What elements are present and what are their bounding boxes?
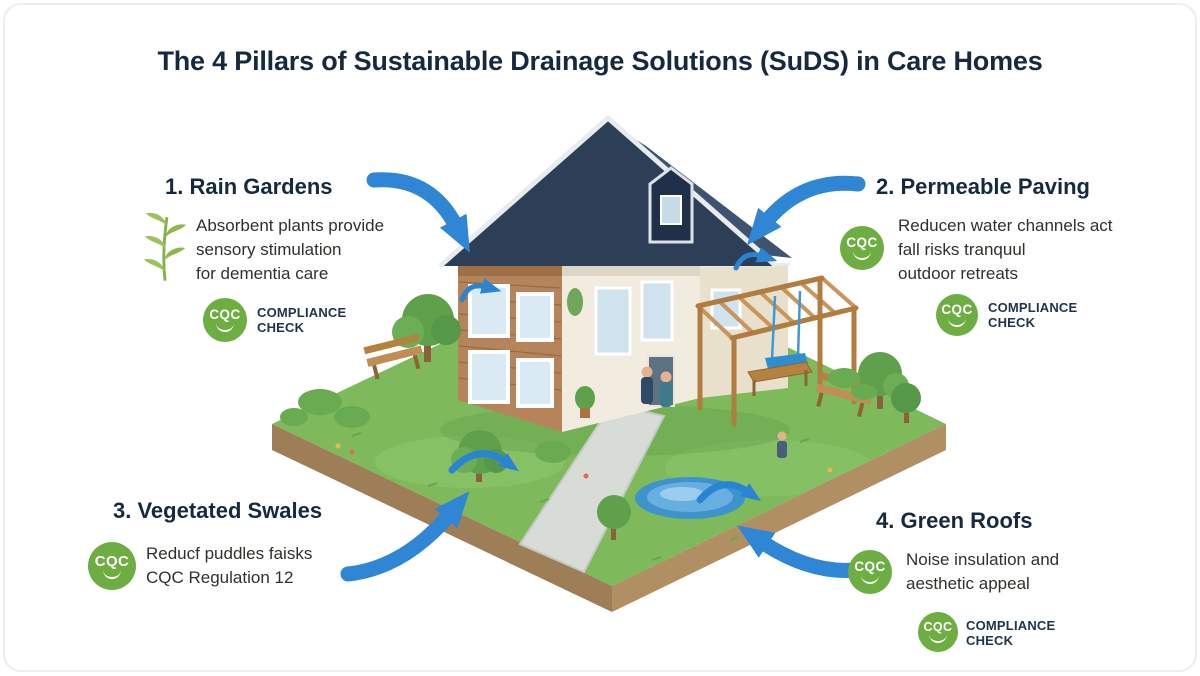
small-flow-arrow-icon [459,278,502,303]
curved-arrow-icon [366,172,470,253]
cqc-badge-text: CQC [94,552,130,570]
description-line: for dementia care [196,264,329,283]
walkway [518,402,666,574]
bushes-left [280,389,571,463]
pillar-vegetated-swales: 3. Vegetated Swales CQC Reducf puddles f… [88,496,378,616]
pillar-4-description: Noise insulation and aesthetic appeal [906,548,1059,596]
smile-icon [103,570,121,579]
windows [468,284,554,408]
flowers [335,443,833,479]
trees-right [828,352,921,423]
cqc-badge: CQC [88,542,136,590]
description-line: outdoor retreats [898,264,1019,283]
bench-left [363,333,423,380]
description-line: Reducen water channels act [898,216,1113,235]
compliance-check-label: COMPLIANCE CHECK [257,305,347,335]
callout-arrows [340,172,866,582]
smile-icon [948,318,966,327]
pillar-1-description: Absorbent plants provide sensory stimula… [196,214,384,286]
curved-arrow-icon [737,525,864,578]
cqc-badge: CQC [840,226,884,270]
cqc-badge: CQC [203,298,247,342]
pillar-3-description: Reducf puddles faisks CQC Regulation 12 [146,542,312,590]
pillar-2-heading: 2. Permeable Paving [876,174,1090,199]
pillar-rain-gardens: 1. Rain Gardens Absorbent plants provide… [140,170,430,370]
pillar-2-description: Reducen water channels act fall risks tr… [898,214,1113,286]
tree-small-bottom [597,495,631,540]
plant-icon [143,212,187,281]
pillar-green-roofs: 4. Green Roofs CQC Noise insulation and … [848,506,1118,676]
small-flow-arrow-icon [733,247,778,271]
curved-arrow-icon [340,491,470,582]
page-title: The 4 Pillars of Sustainable Drainage So… [157,46,1043,76]
cqc-badge-text: CQC [854,559,886,575]
curved-arrow-icon [746,175,866,246]
pergola [695,275,859,427]
cqc-badge-text: CQC [923,619,953,634]
small-flow-arrow-icon [696,481,762,504]
description-line: Absorbent plants provide [196,216,385,235]
cqc-badge: CQC [918,612,958,652]
cqc-badge: CQC [848,550,892,594]
pillar-permeable-paving: 2. Permeable Paving CQC Reducen water ch… [838,170,1148,360]
care-home-house [438,115,792,432]
description-line: fall risks tranquul [898,240,1026,259]
flow-arrows [448,247,778,504]
pillar-4-heading: 4. Green Roofs [876,508,1033,533]
patio-table [747,361,813,396]
cqc-badge-text: CQC [846,235,878,251]
description-line: CQC Regulation 12 [146,568,294,587]
small-flow-arrow-icon [448,450,520,474]
grass-details [351,432,810,561]
compliance-check-label: COMPLIANCE CHECK [966,618,1056,648]
cqc-badge-text: CQC [941,302,973,318]
smile-icon [929,634,947,644]
description-line: Noise insulation and [906,550,1060,569]
smile-icon [216,323,234,332]
residents [641,366,787,458]
cqc-badge: CQC [936,294,978,336]
smile-icon [853,251,871,260]
smile-icon [861,575,879,584]
compliance-check-label: COMPLIANCE CHECK [988,300,1078,330]
description-line: aesthetic appeal [906,574,1030,593]
pillar-3-heading: 3. Vegetated Swales [113,498,323,523]
cqc-badge-text: CQC [209,307,241,323]
description-line: sensory stimulation [196,240,342,259]
pillar-1-heading: 1. Rain Gardens [165,174,333,199]
description-line: Reducf puddles faisks [146,544,313,563]
